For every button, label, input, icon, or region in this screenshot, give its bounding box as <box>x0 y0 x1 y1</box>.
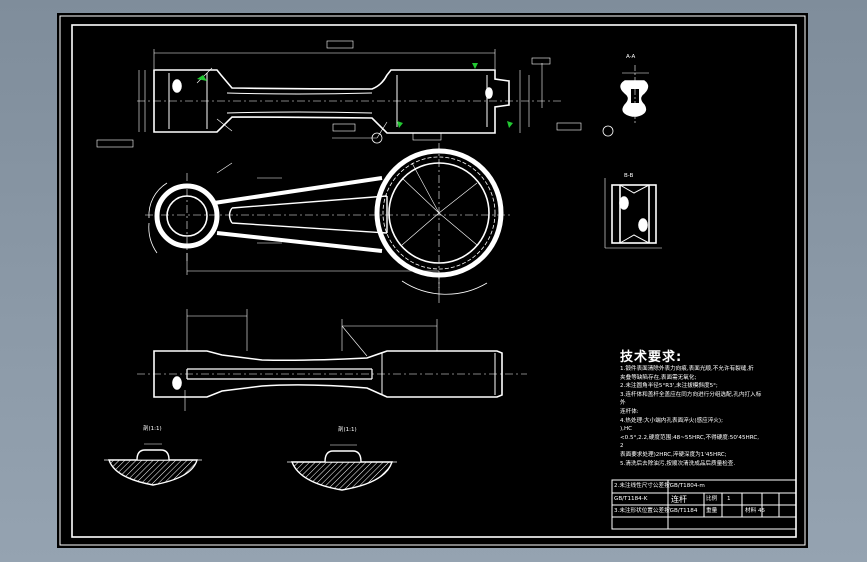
tech-item: 表面要求处理)2HRC,淬硬深度为1'45HRC; <box>620 451 727 458</box>
section-1-label: 剖(1:1) <box>143 426 162 432</box>
section-detail-2 <box>287 444 397 491</box>
tech-item: 外 <box>620 400 626 407</box>
tech-requirements-title: 技术要求: <box>620 350 683 365</box>
tech-item: 1.锻件表面清除外表力向痕,表面光顺,不允许有裂缝,折 <box>620 366 754 372</box>
section-bb-label: B-B <box>624 173 634 179</box>
weight-label: 重量 <box>706 508 718 514</box>
title-block-note-1: 2.未注线性尺寸公差按GB/T1804-m <box>614 483 705 489</box>
outer-border <box>59 15 806 546</box>
scale-value: 1 <box>727 496 731 502</box>
front-view <box>145 143 512 303</box>
tech-item: 2 <box>620 443 624 450</box>
section-detail-1 <box>104 443 202 486</box>
title-block <box>611 479 797 530</box>
material-label: 材料 45 <box>745 508 766 514</box>
tech-item: ),HC <box>620 426 633 433</box>
tech-requirements-list: 1.锻件表面清除外表力向痕,表面光顺,不允许有裂缝,折 夹叠等缺陷存在,表面需无… <box>620 365 790 468</box>
part-name: 连杆 <box>671 495 687 504</box>
drawing-sheet: A-A B-B 剖(1:1) 剖(1:1) 技术要求: 1.锻件表面清除外表力向… <box>57 13 808 548</box>
scale-label: 比例 <box>706 496 718 502</box>
roughness-symbol-icon <box>197 63 513 128</box>
title-block-note-3: 3.未注形状位置公差按GB/T1184 <box>614 508 698 514</box>
bottom-side-view <box>137 309 527 411</box>
tech-item: <0.5°,2.2,硬度范围:48~55HRC,不得硬度:50'45HRC, <box>620 434 760 441</box>
inner-border <box>71 24 797 538</box>
tech-item: 连杆体: <box>620 408 639 415</box>
tech-item: 3.连杆体和盖杆全盖应在同方向进行分组选配,孔内打入标 <box>620 391 762 398</box>
tech-item: 5.清洗后去除油污,按顺次清洗成品后质量检查. <box>620 460 736 467</box>
cad-drawing-canvas <box>59 15 806 546</box>
title-block-note-2: GB/T1184-K <box>614 496 648 502</box>
top-elevation-view <box>96 40 582 148</box>
tech-item: 2.未注圆角半径5°R3',未注拔模斜度5°; <box>620 383 718 390</box>
section-2-label: 剖(1:1) <box>338 427 357 433</box>
section-aa-view <box>602 65 649 137</box>
tech-item: 夹叠等缺陷存在,表面需无氧化; <box>620 374 697 381</box>
section-aa-label: A-A <box>626 54 636 60</box>
tech-item: 4.热处理:大小端内孔表面淬火(感应淬火); <box>620 417 723 424</box>
section-bb-view <box>604 178 662 249</box>
